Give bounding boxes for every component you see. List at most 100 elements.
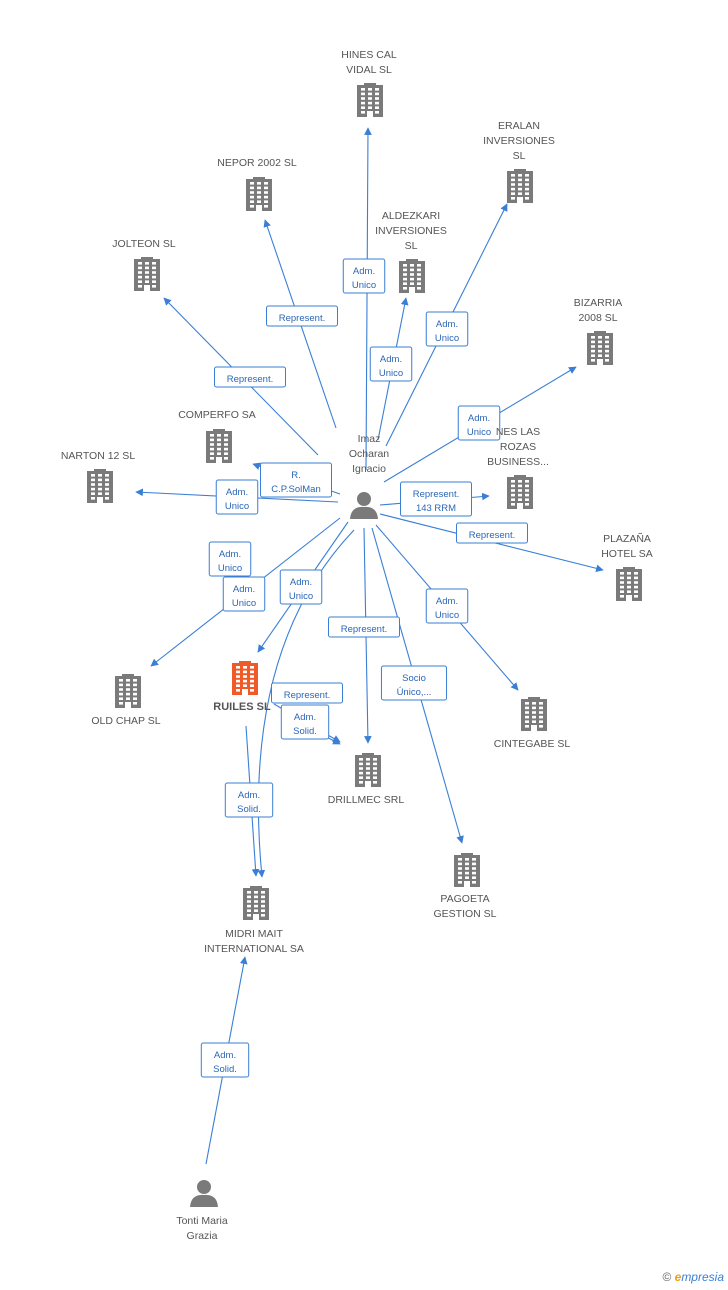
relation-label-imaz-comperfo[interactable]: R. C.P.SolMan (260, 462, 332, 498)
relation-text: Adm. (238, 790, 260, 801)
node-narton[interactable]: NARTON 12 SL (61, 450, 135, 503)
node-label: INTERNATIONAL SA (204, 943, 304, 955)
node-nepor[interactable]: NEPOR 2002 SL (217, 157, 297, 211)
edge-imaz-hines (364, 127, 372, 471)
person-icon (350, 492, 378, 519)
relation-text: Adm. (290, 577, 312, 588)
relation-text: Adm. (233, 584, 255, 595)
node-label: SL (405, 240, 418, 252)
relation-label-imaz-pagoeta[interactable]: SocioÚnico,... (380, 665, 448, 701)
relation-label-imaz-cintegabe[interactable]: Adm. Unico (425, 588, 469, 624)
relation-box (380, 665, 448, 701)
node-ruiles[interactable]: RUILES SL (213, 661, 271, 713)
node-label: ERALAN (498, 120, 540, 132)
node-cintegabe[interactable]: CINTEGABE SL (494, 697, 571, 750)
brand-name: mpresia (681, 1270, 724, 1284)
relation-box (260, 462, 332, 498)
copyright-symbol: © (662, 1270, 672, 1284)
person-icon (190, 1180, 218, 1207)
relation-label-ruiles-midri[interactable]: Adm. Solid. (224, 782, 274, 818)
relation-label-imaz-narton[interactable]: Adm.Unico (215, 479, 259, 515)
relation-text: Unico (467, 427, 491, 438)
node-plazana[interactable]: PLAZAÑA HOTEL SA (601, 532, 653, 601)
relation-label-imaz-eralan[interactable]: Adm.Unico (425, 311, 469, 347)
node-label: BUSINESS... (487, 456, 549, 468)
node-label: MIDRI MAIT (225, 928, 283, 940)
relation-text: Unico (435, 610, 459, 621)
relation-text: Solid. (293, 726, 317, 737)
relation-box (224, 782, 274, 818)
relation-text: Represent. (469, 530, 515, 541)
relation-label-imaz-jolteon[interactable]: Represent. (214, 366, 286, 388)
node-jolteon[interactable]: JOLTEON SL (112, 238, 176, 291)
node-label: HINES CAL (341, 49, 397, 61)
node-label: HOTEL SA (601, 548, 653, 560)
relation-box (369, 346, 413, 382)
building-icon (587, 331, 613, 365)
relation-text: Adm. (294, 712, 316, 723)
relation-label-imaz-nepor[interactable]: Represent. (266, 305, 338, 327)
relation-box (200, 1042, 250, 1078)
node-label: Ignacio (352, 463, 386, 475)
relation-box (328, 616, 400, 638)
relation-text: Represent. (341, 624, 387, 635)
building-icon (246, 177, 272, 211)
node-label: Ocharan (349, 448, 389, 460)
relation-label-imaz-drillmec[interactable]: Represent. (328, 616, 400, 638)
node-label: 2008 SL (578, 312, 617, 324)
building-icon (355, 753, 381, 787)
relation-label-imaz-midri[interactable]: Adm.Unico (222, 576, 266, 612)
node-comperfo[interactable]: COMPERFO SA (178, 409, 256, 463)
node-label: PAGOETA (440, 893, 489, 905)
relation-label-imaz-ruiles[interactable]: Adm.Unico (279, 569, 323, 605)
building-icon (454, 853, 480, 887)
building-icon (206, 429, 232, 463)
node-midri[interactable]: MIDRI MAIT INTERNATIONAL SA (204, 886, 304, 955)
relation-label-ruiles-drillmec[interactable]: Represent. (271, 682, 343, 704)
node-label: PLAZAÑA (603, 532, 651, 545)
building-icon (521, 697, 547, 731)
relation-box (222, 576, 266, 612)
relation-label-imaz-lasrozas[interactable]: Represent.143 RRM (400, 481, 472, 517)
relation-label-imaz-hines[interactable]: Adm.Unico (342, 258, 386, 294)
node-oldchap[interactable]: OLD CHAP SL (91, 674, 161, 727)
brand-e: e (674, 1270, 682, 1284)
node-label: NARTON 12 SL (61, 450, 135, 462)
relation-label-imaz-oldchap[interactable]: Adm.Unico (208, 541, 252, 577)
relation-text: Adm. (436, 596, 458, 607)
relation-box (425, 588, 469, 624)
building-icon (87, 469, 113, 503)
brand-logo: © empresia (662, 1270, 724, 1284)
edge-imaz-midri (257, 529, 355, 878)
node-label: Tonti Maria (176, 1215, 228, 1227)
relation-label-tonti-midri[interactable]: Adm.Solid. (200, 1042, 250, 1078)
relation-text: Represent. (284, 690, 330, 701)
relation-text: Adm. (380, 354, 402, 365)
relation-text: C.P.SolMan (271, 484, 320, 495)
relation-text: 143 RRM (416, 503, 456, 514)
node-label: ALDEZKARI (382, 210, 440, 222)
relation-text: Adm. (214, 1050, 236, 1061)
node-lasrozas[interactable]: NES LASROZASBUSINESS... (487, 426, 549, 509)
relation-text: R. (291, 470, 301, 481)
relation-label-imaz-plazana[interactable]: Represent. (456, 522, 528, 544)
node-label: COMPERFO SA (178, 409, 256, 421)
relation-text: Solid. (237, 804, 261, 815)
relation-text: Unico (218, 563, 242, 574)
relation-label-imaz-aldezkari[interactable]: Adm.Unico (369, 346, 413, 382)
relation-text: Adm. (468, 413, 490, 424)
building-icon (507, 169, 533, 203)
node-label: JOLTEON SL (112, 238, 176, 250)
relation-label-imaz-bizarria[interactable]: Adm. Unico (457, 405, 501, 441)
relation-label-ruiles-drillmec[interactable]: Adm. Solid. (280, 704, 330, 740)
relation-box (400, 481, 472, 517)
node-drillmec[interactable]: DRILLMEC SRL (328, 753, 405, 806)
